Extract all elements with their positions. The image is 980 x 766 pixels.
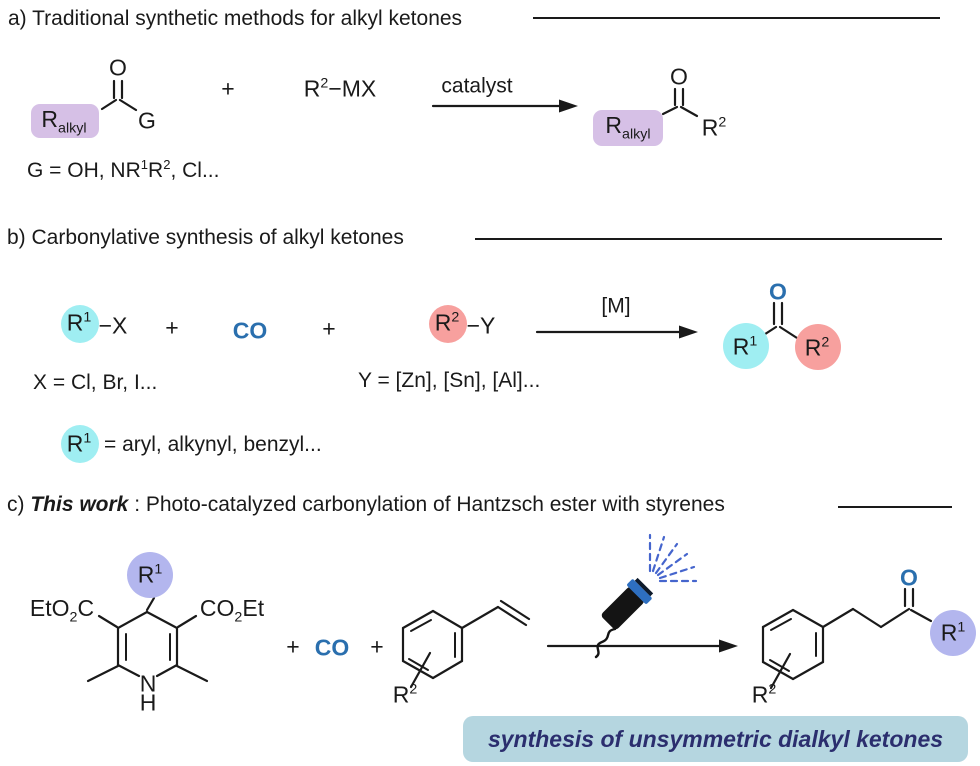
product-c-r1-label: R1 — [940, 619, 966, 646]
carbonyl-o-label: O — [109, 54, 127, 81]
flashlight-band — [627, 579, 652, 604]
section-c-prefix: c) — [7, 493, 31, 516]
plus-sign-a: + — [221, 75, 235, 102]
product-b-r2-label: R2 — [804, 334, 830, 361]
product-b-r1-label: R1 — [732, 333, 758, 360]
light-rays-icon — [648, 533, 698, 583]
r1-halide-label: R1 — [66, 309, 92, 336]
flashlight-icon — [594, 577, 654, 659]
this-work-label: This work — [30, 493, 129, 516]
ketone-product-c-bonds — [761, 587, 933, 690]
product-a-structure — [661, 87, 699, 118]
ring-n-label: N — [139, 670, 157, 697]
styrene-structure — [401, 599, 531, 689]
co-label-c: CO — [314, 634, 350, 661]
plus-sign-c2: + — [370, 633, 384, 660]
hantzsch-ester-structure — [86, 596, 209, 683]
co-label-b: CO — [232, 317, 268, 344]
hantzsch-r1-circle — [127, 552, 173, 598]
r2-circle — [429, 305, 467, 343]
product-r2-circle — [795, 324, 841, 370]
ester-left-label: EtO2C — [29, 594, 95, 626]
x-definition-note: X = Cl, Br, I... — [33, 371, 158, 394]
r1-circle — [61, 305, 99, 343]
y-definition-note: Y = [Zn], [Sn], [Al]... — [358, 369, 541, 392]
r1-note-circle — [61, 425, 99, 463]
r-alkyl-highlight-product — [593, 110, 663, 146]
product-r1-circle — [723, 323, 769, 369]
r-alkyl-label: Ralkyl — [41, 105, 87, 137]
g-definition-note: G = OH, NR1R2, Cl... — [27, 157, 220, 182]
r1-note-circle-label: R1 — [66, 430, 92, 457]
y-bond-label: −Y — [466, 312, 496, 339]
product-c-r1-circle — [930, 610, 976, 656]
acyl-substrate-structure — [100, 79, 138, 112]
r1-definition-note: = aryl, alkynyl, benzyl... — [104, 433, 322, 456]
plus-sign-b1: + — [165, 314, 179, 341]
ring-h-label: H — [139, 689, 157, 716]
product-b-o-label: O — [769, 278, 787, 305]
product-c-r2-label: R2 — [751, 681, 777, 708]
section-a-rule — [533, 17, 940, 19]
reaction-arrow-b — [535, 325, 698, 339]
r2-metal-label: R2 — [434, 309, 460, 336]
reaction-arrow-c — [546, 639, 738, 653]
r-alkyl-highlight — [31, 104, 99, 138]
product-r-alkyl-label: Ralkyl — [605, 111, 651, 143]
product-c-o-label: O — [900, 564, 918, 591]
product-a-r2-label: R2 — [701, 114, 727, 141]
catalyst-label: catalyst — [441, 74, 513, 98]
summary-banner-text: synthesis of unsymmetric dialkyl ketones — [487, 725, 944, 752]
organometallic-reagent-label: R2−MX — [303, 75, 377, 102]
x-bond-label: −X — [98, 312, 128, 339]
styrene-r2-label: R2 — [392, 681, 418, 708]
section-b-header: b) Carbonylative synthesis of alkyl keto… — [7, 226, 404, 249]
section-a-header: a) Traditional synthetic methods for alk… — [8, 7, 463, 30]
reaction-arrow-a — [431, 99, 578, 113]
hantzsch-r1-label: R1 — [137, 561, 163, 588]
section-c-header: c) This work : Photo-catalyzed carbonyla… — [7, 493, 725, 516]
g-label: G — [138, 107, 156, 134]
flashlight-cord — [594, 627, 617, 659]
section-b-rule — [475, 238, 942, 240]
metal-catalyst-label: [M] — [601, 294, 631, 318]
plus-sign-b2: + — [322, 315, 336, 342]
section-c-rest: : Photo-catalyzed carbonylation of Hantz… — [128, 493, 725, 516]
ester-right-label: CO2Et — [199, 594, 265, 626]
product-a-o-label: O — [670, 63, 688, 90]
summary-banner: synthesis of unsymmetric dialkyl ketones — [463, 716, 968, 762]
plus-sign-c1: + — [286, 633, 300, 660]
section-c-rule — [838, 506, 952, 508]
